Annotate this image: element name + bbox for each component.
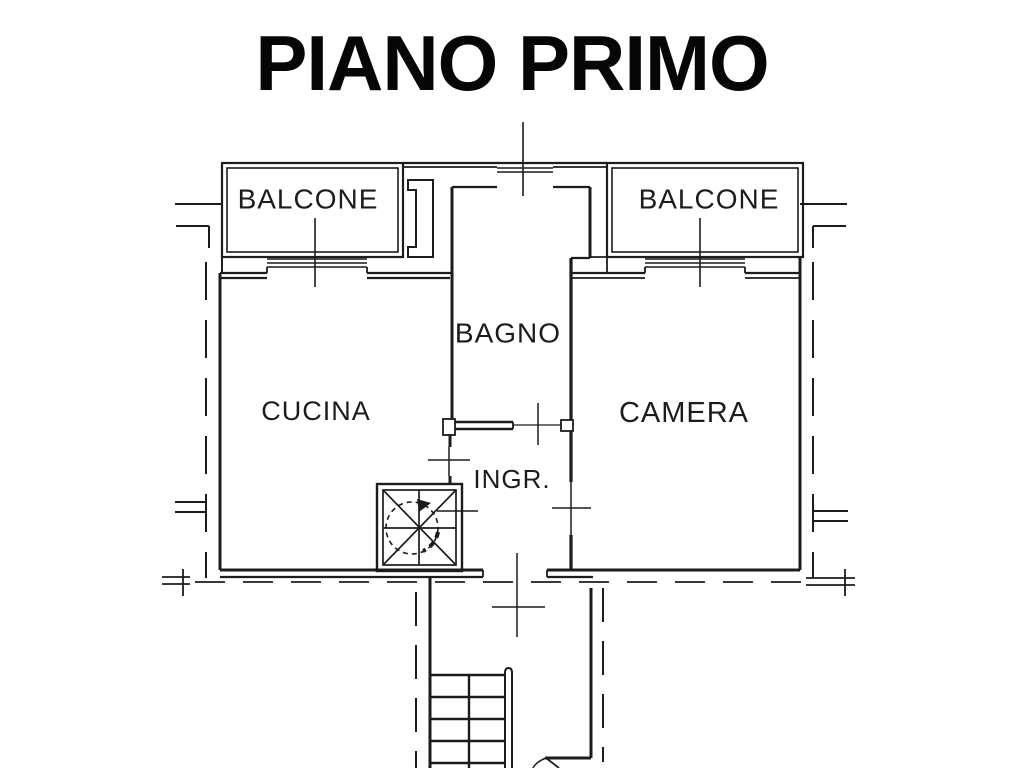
room-label-balcone-left: BALCONE [238, 184, 379, 215]
camera-window [590, 218, 746, 287]
room-label-camera: CAMERA [619, 397, 749, 429]
walls [218, 185, 802, 579]
room-label-cucina: CUCINA [261, 396, 371, 426]
room-label-balcone-right: BALCONE [639, 184, 780, 215]
balcony-right [605, 161, 805, 259]
balcony-left [220, 161, 405, 259]
pillar [407, 179, 434, 258]
room-label-ingresso: INGR. [473, 464, 550, 494]
door-bagno [513, 403, 574, 445]
cucina-window [221, 218, 368, 287]
property-boundary [162, 203, 855, 596]
page-title: PIANO PRIMO [255, 19, 769, 107]
door-cucina [428, 418, 470, 476]
room-label-bagno: BAGNO [455, 318, 561, 349]
door-camera [552, 482, 591, 535]
door-entry [492, 553, 545, 637]
bagno-window [403, 122, 607, 196]
staircase [415, 577, 604, 768]
spiral-staircase-symbol [375, 482, 478, 573]
